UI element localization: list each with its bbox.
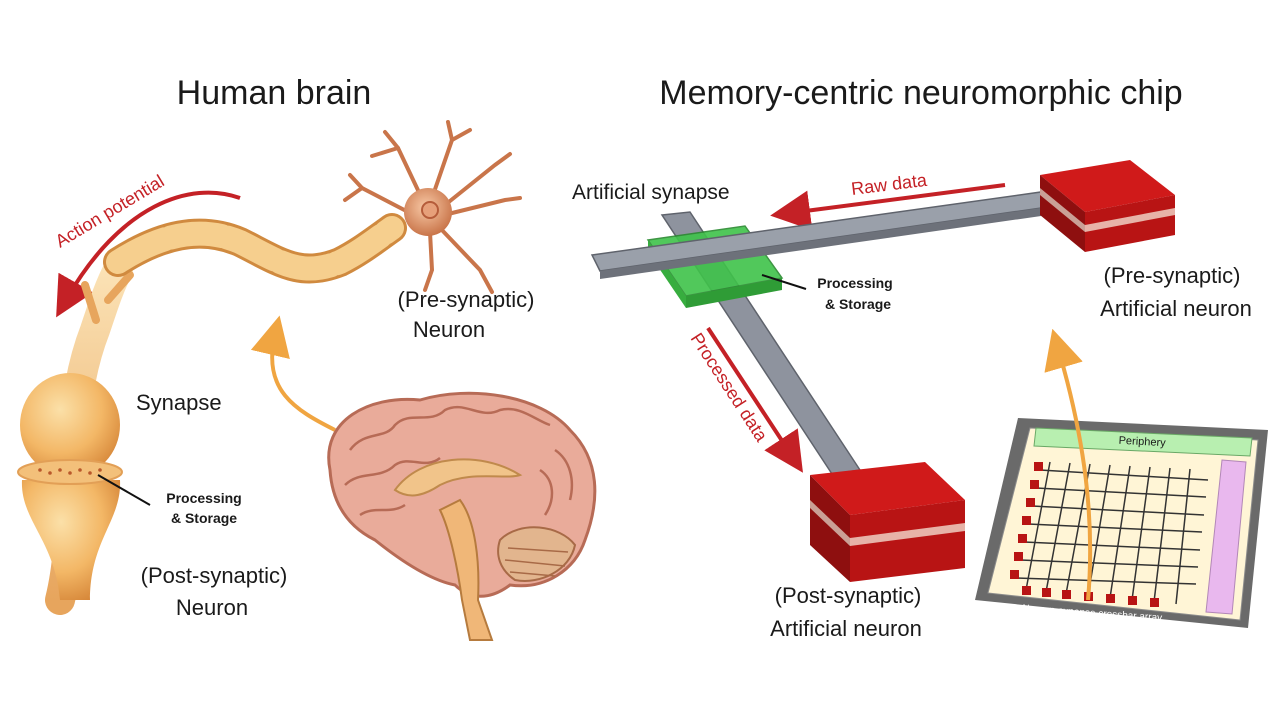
brain-processing-label-line2: & Storage bbox=[171, 510, 237, 526]
periphery-label: Periphery bbox=[1118, 435, 1166, 449]
pre-synaptic-artificial-neuron-chip bbox=[1040, 160, 1175, 252]
title-human-brain: Human brain bbox=[177, 74, 372, 112]
action-potential-arrow bbox=[56, 190, 241, 318]
myelinated-axon bbox=[103, 213, 407, 284]
chip-pre-synaptic-label-line1: (Pre-synaptic) bbox=[1104, 263, 1241, 288]
pre-synaptic-label-line1: (Pre-synaptic) bbox=[398, 287, 535, 312]
synapse-terminal bbox=[17, 373, 123, 600]
post-synaptic-artificial-neuron-chip bbox=[810, 462, 965, 582]
periphery-bar bbox=[1033, 427, 1253, 457]
post-synaptic-label-line2: Neuron bbox=[176, 595, 248, 620]
pre-synaptic-label-line2: Neuron bbox=[413, 317, 485, 342]
brain-to-neuron-arrow bbox=[250, 315, 336, 432]
raw-data-arrow bbox=[770, 183, 1006, 231]
brain-processing-label-line1: Processing bbox=[166, 490, 241, 506]
pre-synaptic-neuron-cell bbox=[343, 120, 522, 294]
brain-illustration bbox=[327, 391, 597, 641]
post-synaptic-label-line1: (Post-synaptic) bbox=[141, 563, 288, 588]
chip-processing-label-line2: & Storage bbox=[825, 296, 891, 312]
chip-processing-label-line1: Processing bbox=[817, 275, 892, 291]
title-neuromorphic-chip: Memory-centric neuromorphic chip bbox=[659, 74, 1182, 112]
processing-pointer-line bbox=[97, 474, 151, 506]
crossbar-array-chip bbox=[975, 418, 1268, 628]
chip-post-synaptic-label-line1: (Post-synaptic) bbox=[775, 583, 922, 608]
chip-processing-pointer-line bbox=[761, 274, 807, 290]
artificial-synapse-label: Artificial synapse bbox=[572, 181, 730, 204]
chip-pre-synaptic-label-line2: Artificial neuron bbox=[1100, 296, 1252, 321]
processed-data-arrow bbox=[706, 326, 803, 473]
side-panel bbox=[1205, 459, 1247, 615]
synapse-label: Synapse bbox=[136, 390, 222, 415]
chip-post-synaptic-label-line2: Artificial neuron bbox=[770, 616, 922, 641]
array-to-neuron-arrow bbox=[1044, 328, 1093, 601]
